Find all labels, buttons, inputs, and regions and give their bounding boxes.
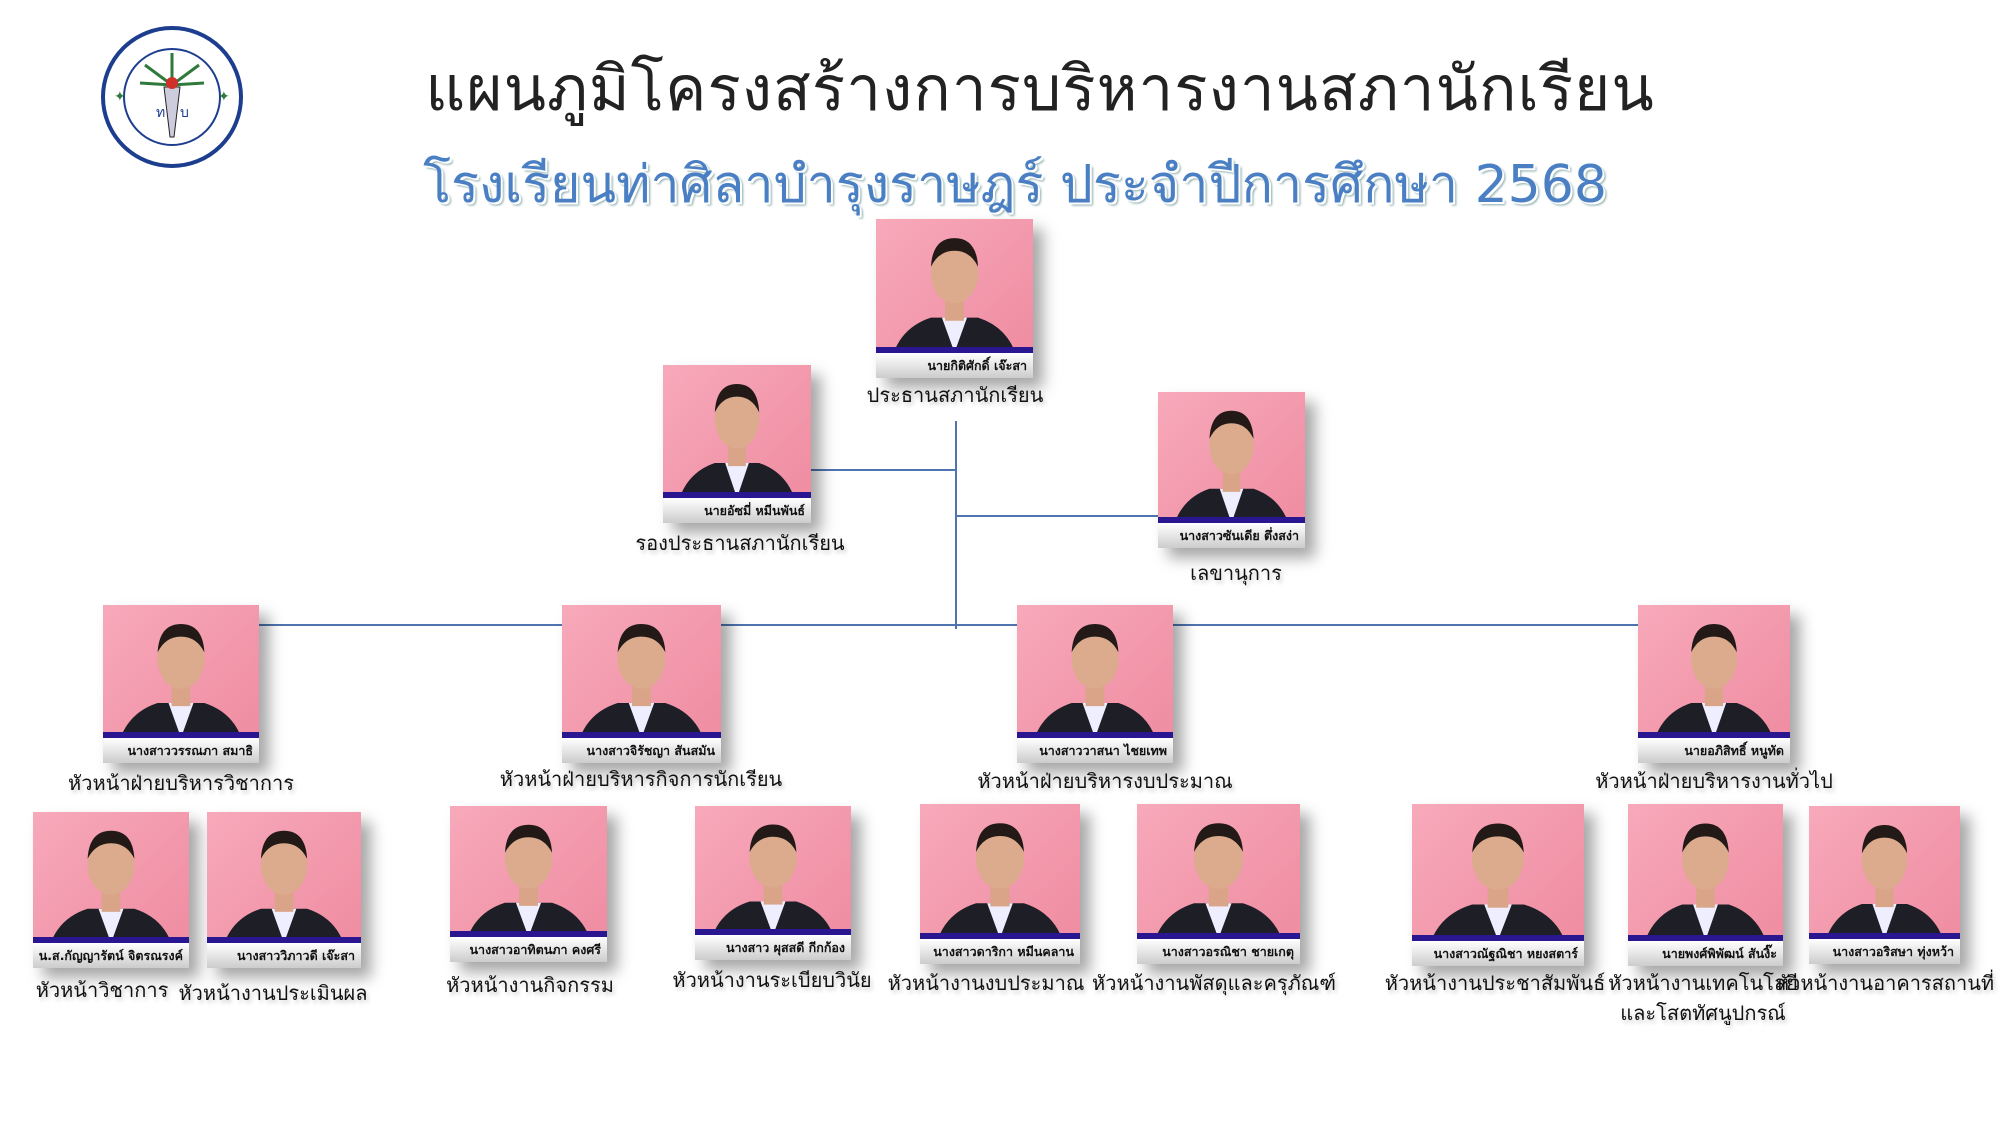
name-bar [1628,935,1783,941]
member-name: นางสาวอาทิตนภา คงศรี [450,937,607,962]
member-name: นางสาวอริสษา ทุ่งหว้า [1809,939,1960,964]
member-photo-card: นางสาวอาทิตนภา คงศรี [450,806,607,962]
member-name: นางสาว ผุสสดี กีกก้อง [695,935,851,960]
connector-line [955,421,957,629]
member-role: หัวหน้าฝ่ายบริหารกิจการนักเรียน [500,764,782,794]
member-name: นางสาวดาริกา หมีนคลาน [920,939,1080,964]
name-bar [1638,732,1790,738]
member-role: หัวหน้าฝ่ายบริหารวิชาการ [68,768,294,798]
role-label: หัวหน้างานอาคารสถานที่ [1775,971,1995,995]
role-label: หัวหน้างานประชาสัมพันธ์ [1384,971,1606,995]
name-bar [1017,732,1173,738]
member-photo-card: นายอัซมี่ หมีนพันธ์ [663,365,811,523]
svg-text:✦: ✦ [114,89,126,105]
school-logo: ทบ ✦ ✦ [100,25,245,170]
member-role: รองประธานสภานักเรียน [635,528,844,558]
name-bar [33,937,189,943]
member-name: นางสาวณัฐณิชา หยงสตาร์ [1412,941,1584,966]
connector-line [811,469,956,471]
role-label: หัวหน้าฝ่ายบริหารงานทั่วไป [1595,769,1833,793]
member-name: น.ส.กัญญารัตน์ จิตรณรงค์ [33,943,189,968]
member-name: นายพงศ์พิพัฒน์ สันงิ๊ะ [1628,941,1783,966]
member-name: นางสาววรรณภา สมาธิ [103,738,259,763]
member-role: หัวหน้าวิชาการ [36,975,169,1005]
member-name: นายกิติศักดิ์ เจ๊ะสา [876,353,1033,378]
member-photo-card: นายพงศ์พิพัฒน์ สันงิ๊ะ [1628,804,1783,966]
role-label: หัวหน้าฝ่ายบริหารงบประมาณ [977,769,1233,793]
member-role: เลขานุการ [1190,558,1282,588]
member-role: หัวหน้างานพัสดุและครุภัณฑ์ [1092,968,1336,998]
connector-line [259,624,1639,626]
name-bar [1158,517,1305,523]
member-photo-card: นางสาวณัฐณิชา หยงสตาร์ [1412,804,1584,966]
member-role: หัวหน้าฝ่ายบริหารงานทั่วไป [1595,766,1833,796]
member-photo-card: นางสาววิภาวดี เจ๊ะสา [207,812,361,968]
name-bar [920,933,1080,939]
member-photo-card: นายอภิสิทธิ์ หนูทัด [1638,605,1790,763]
role-label: หัวหน้างานเทคโนโลยี [1608,971,1798,995]
role-label: หัวหน้างานงบประมาณ [887,971,1085,995]
member-role: หัวหน้างานประชาสัมพันธ์ [1385,968,1606,998]
member-name: นางสาววิภาวดี เจ๊ะสา [207,943,361,968]
connector-line [955,515,1158,517]
role-label-line2: และโสตทัศนูปกรณ์ [1620,1001,1786,1025]
member-photo-card: นางสาวจิรัชญา สันสมัน [562,605,721,763]
name-bar [1412,935,1584,941]
member-role: หัวหน้างานเทคโนโลยีและโสตทัศนูปกรณ์ [1608,968,1798,1028]
member-name: นางสาวจิรัชญา สันสมัน [562,738,721,763]
name-bar [1809,933,1960,939]
name-bar [207,937,361,943]
name-bar [695,929,851,935]
member-role: หัวหน้างานกิจกรรม [446,970,614,1000]
member-role: หัวหน้าฝ่ายบริหารงบประมาณ [977,766,1232,796]
member-name: นายอัซมี่ หมีนพันธ์ [663,498,811,523]
member-name: นางสาวซันเดีย ตึ่งสง่า [1158,523,1305,548]
role-label: หัวหน้างานระเบียบวินัย [672,968,872,992]
member-photo-card: น.ส.กัญญารัตน์ จิตรณรงค์ [33,812,189,968]
member-name: นายอภิสิทธิ์ หนูทัด [1638,738,1790,763]
role-label: หัวหน้างานประเมินผล [178,981,368,1005]
role-label: หัวหน้าฝ่ายบริหารกิจการนักเรียน [499,767,783,791]
svg-text:บ: บ [180,105,189,121]
role-label: ประธานสภานักเรียน [866,383,1044,407]
role-label: หัวหน้าฝ่ายบริหารวิชาการ [68,771,294,795]
member-photo-card: นางสาววรรณภา สมาธิ [103,605,259,763]
member-role: หัวหน้างานอาคารสถานที่ [1776,968,1994,998]
member-name: นางสาวอรณิชา ชายเกตุ [1137,939,1300,964]
role-label: หัวหน้าวิชาการ [35,978,169,1002]
member-photo-card: นางสาว ผุสสดี กีกก้อง [695,806,851,960]
member-photo-card: นายกิติศักดิ์ เจ๊ะสา [876,219,1033,378]
role-label: หัวหน้างานพัสดุและครุภัณฑ์ [1092,971,1336,995]
name-bar [562,732,721,738]
name-bar [663,492,811,498]
member-photo-card: นางสาววาสนา ไชยเทพ [1017,605,1173,763]
svg-text:✦: ✦ [218,89,230,105]
svg-text:ท: ท [156,105,165,121]
role-label: เลขานุการ [1190,561,1282,585]
name-bar [450,931,607,937]
member-name: นางสาววาสนา ไชยเทพ [1017,738,1173,763]
chart-subtitle: โรงเรียนท่าศิลาบำรุงราษฎร์ ประจำปีการศึก… [423,155,1607,215]
member-photo-card: นางสาวซันเดีย ตึ่งสง่า [1158,392,1305,548]
chart-title: แผนภูมิโครงสร้างการบริหารงานสภานักเรียน [425,52,1655,125]
name-bar [1137,933,1300,939]
member-role: ประธานสภานักเรียน [867,380,1044,410]
name-bar [103,732,259,738]
member-photo-card: นางสาวอรณิชา ชายเกตุ [1137,804,1300,964]
member-role: หัวหน้างานงบประมาณ [888,968,1085,998]
member-role: หัวหน้างานประเมินผล [178,978,367,1008]
member-photo-card: นางสาวอริสษา ทุ่งหว้า [1809,806,1960,964]
name-bar [876,347,1033,353]
role-label: หัวหน้างานกิจกรรม [446,973,614,997]
role-label: รองประธานสภานักเรียน [635,531,845,555]
member-role: หัวหน้างานระเบียบวินัย [672,965,871,995]
member-photo-card: นางสาวดาริกา หมีนคลาน [920,804,1080,964]
